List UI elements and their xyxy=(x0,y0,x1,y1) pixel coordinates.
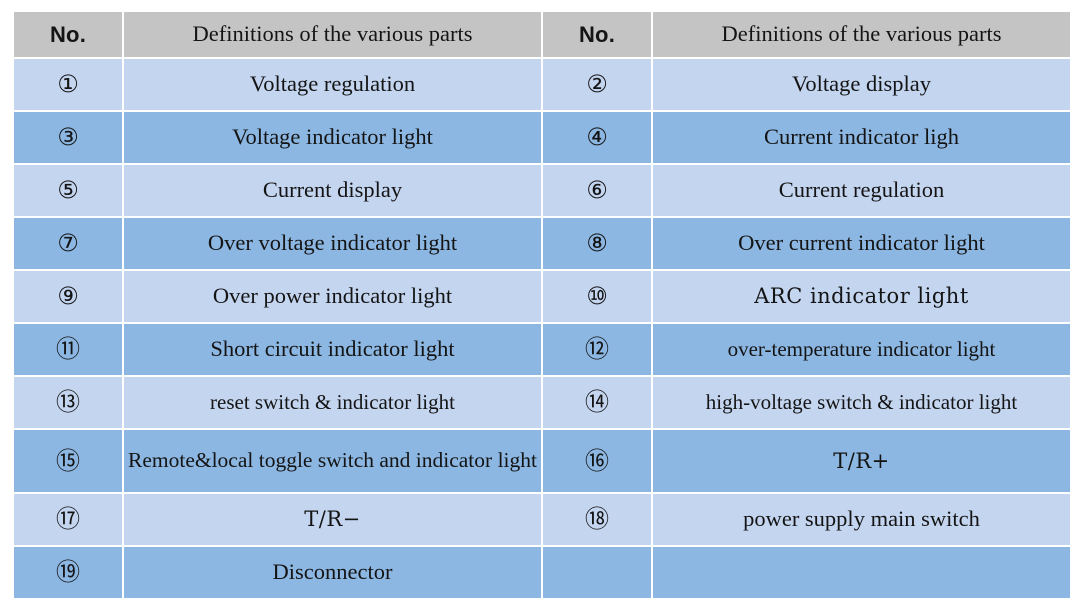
cell-number-right: ⑱ xyxy=(543,494,651,545)
column-header-definition-left: Definitions of the various parts xyxy=(124,12,541,57)
cell-definition-left: Over power indicator light xyxy=(124,271,541,322)
cell-number-right: ⑩ xyxy=(543,271,651,322)
cell-definition-right: over-temperature indicator light xyxy=(653,324,1070,375)
column-header-no-right: No. xyxy=(543,12,651,57)
cell-number-left: ⑲ xyxy=(14,547,122,598)
cell-definition-left: Remote&local toggle switch and indicator… xyxy=(124,430,541,492)
table-header: No. Definitions of the various parts No.… xyxy=(14,12,1070,57)
cell-definition-left: Voltage indicator light xyxy=(124,112,541,163)
cell-definition-right xyxy=(653,547,1070,598)
cell-number-left: ⑦ xyxy=(14,218,122,269)
column-header-definition-right: Definitions of the various parts xyxy=(653,12,1070,57)
cell-number-right: ⑯ xyxy=(543,430,651,492)
cell-number-right: ⑧ xyxy=(543,218,651,269)
cell-definition-left: Current display xyxy=(124,165,541,216)
cell-definition-right: high-voltage switch & indicator light xyxy=(653,377,1070,428)
cell-definition-right: T/R+ xyxy=(653,430,1070,492)
parts-definition-table: No. Definitions of the various parts No.… xyxy=(12,10,1072,600)
cell-number-right: ⑫ xyxy=(543,324,651,375)
cell-definition-right: Over current indicator light xyxy=(653,218,1070,269)
cell-definition-left: Over voltage indicator light xyxy=(124,218,541,269)
cell-number-right: ⑭ xyxy=(543,377,651,428)
cell-number-left: ⑰ xyxy=(14,494,122,545)
cell-number-left: ① xyxy=(14,59,122,110)
cell-definition-right: Current indicator ligh xyxy=(653,112,1070,163)
cell-number-left: ⑨ xyxy=(14,271,122,322)
cell-number-right xyxy=(543,547,651,598)
cell-definition-left: Voltage regulation xyxy=(124,59,541,110)
cell-definition-left: reset switch & indicator light xyxy=(124,377,541,428)
cell-number-left: ③ xyxy=(14,112,122,163)
column-header-no-left: No. xyxy=(14,12,122,57)
cell-number-right: ④ xyxy=(543,112,651,163)
cell-number-left: ⑬ xyxy=(14,377,122,428)
cell-definition-right: power supply main switch xyxy=(653,494,1070,545)
cell-definition-left: T/R− xyxy=(124,494,541,545)
cell-number-left: ⑮ xyxy=(14,430,122,492)
cell-definition-left: Disconnector xyxy=(124,547,541,598)
cell-number-left: ⑤ xyxy=(14,165,122,216)
table-header-row: No. Definitions of the various parts No.… xyxy=(14,12,1070,57)
cell-definition-right: ARC indicator light xyxy=(653,271,1070,322)
cell-definition-right: Voltage display xyxy=(653,59,1070,110)
cell-definition-right: Current regulation xyxy=(653,165,1070,216)
cell-definition-left: Short circuit indicator light xyxy=(124,324,541,375)
cell-number-right: ⑥ xyxy=(543,165,651,216)
parts-definition-table-container: No. Definitions of the various parts No.… xyxy=(14,12,1070,598)
cell-number-right: ② xyxy=(543,59,651,110)
cell-number-left: ⑪ xyxy=(14,324,122,375)
